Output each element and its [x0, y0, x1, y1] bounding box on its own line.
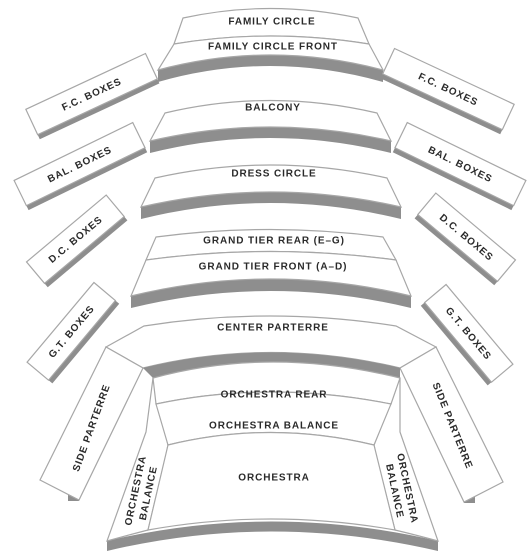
family-circle-block: FAMILY CIRCLE FAMILY CIRCLE FRONT	[156, 7, 385, 82]
dc-boxes-left-block: D.C. BOXES	[25, 194, 128, 288]
label-family-circle: FAMILY CIRCLE	[228, 17, 315, 28]
section-side-parterre-right[interactable]	[399, 346, 504, 503]
section-grand-tier-front[interactable]	[129, 250, 413, 297]
balcony-block: BALCONY	[148, 99, 393, 153]
section-dc-boxes-right[interactable]	[416, 192, 517, 283]
fc-boxes-left-block: F.C. BOXES	[25, 52, 160, 140]
section-gt-boxes-right[interactable]	[423, 283, 514, 384]
label-dress-circle: DRESS CIRCLE	[231, 169, 316, 180]
fc-boxes-right-block: F.C. BOXES	[380, 47, 515, 135]
section-bal-boxes-right[interactable]	[394, 121, 527, 207]
section-side-parterre-left[interactable]	[39, 346, 144, 501]
label-center-parterre: CENTER PARTERRE	[217, 323, 329, 334]
label-family-circle-front: FAMILY CIRCLE FRONT	[208, 42, 338, 53]
section-fc-boxes-right[interactable]	[381, 47, 515, 131]
dress-circle-block: DRESS CIRCLE	[139, 164, 403, 219]
label-grand-tier-front: GRAND TIER FRONT (A–D)	[199, 262, 348, 273]
grand-tier-block: GRAND TIER REAR (E–G) GRAND TIER FRONT (…	[129, 228, 413, 308]
label-orchestra-balance: ORCHESTRA BALANCE	[209, 421, 339, 432]
label-orchestra: ORCHESTRA	[238, 473, 309, 484]
bal-boxes-right-block: BAL. BOXES	[392, 121, 527, 211]
label-orchestra-rear: ORCHESTRA REAR	[221, 390, 328, 401]
orchestra-block: ORCHESTRA REAR ORCHESTRA BALANCE ORCHEST…	[106, 352, 439, 551]
section-fc-boxes-left[interactable]	[25, 52, 159, 136]
label-balcony: BALCONY	[245, 103, 301, 114]
section-orchestra[interactable]	[147, 431, 396, 531]
section-dc-boxes-left[interactable]	[25, 194, 126, 285]
section-gt-boxes-left[interactable]	[26, 281, 117, 382]
section-dress-circle[interactable]	[139, 164, 403, 208]
bal-boxes-left-block: BAL. BOXES	[13, 121, 148, 211]
label-grand-tier-rear: GRAND TIER REAR (E–G)	[203, 236, 345, 247]
section-bal-boxes-left[interactable]	[13, 121, 146, 207]
section-balcony[interactable]	[148, 99, 393, 142]
section-family-circle-front[interactable]	[156, 35, 385, 71]
dc-boxes-right-block: D.C. BOXES	[414, 192, 517, 286]
